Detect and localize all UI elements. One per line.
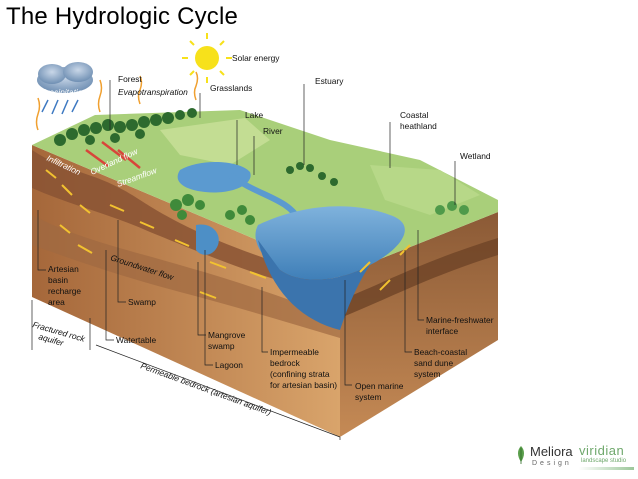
rock-strata-lower xyxy=(32,215,340,338)
label-artesian-1: Artesian xyxy=(48,264,79,274)
leader-lines xyxy=(31,80,456,440)
label-evapotranspiration: Evapotranspiration xyxy=(118,87,188,97)
slide-title: The Hydrologic Cycle xyxy=(6,3,239,30)
label-lake: Lake xyxy=(245,110,264,120)
label-artesian-2: basin xyxy=(48,275,68,285)
grassland-patch xyxy=(160,118,270,165)
leaf-icon xyxy=(518,446,524,464)
sun-icon xyxy=(182,33,232,83)
label-watertable: Watertable xyxy=(116,335,157,345)
label-marine-fw-2: interface xyxy=(426,326,458,336)
label-river: River xyxy=(263,126,283,136)
right-strata xyxy=(340,238,498,318)
lagoon xyxy=(196,224,219,255)
label-mangrove-2: swamp xyxy=(208,341,235,351)
label-marine-fw-1: Marine-freshwater xyxy=(426,315,494,325)
label-precipitation: Precipitation xyxy=(41,87,87,97)
evaporation-arrows xyxy=(35,71,199,131)
meliora-sub: Design xyxy=(532,460,572,467)
label-open-marine-1: Open marine xyxy=(355,381,404,391)
viridian-bar xyxy=(579,467,634,470)
sea-depth xyxy=(258,240,370,330)
open-sea xyxy=(255,206,405,280)
label-wetland: Wetland xyxy=(460,151,491,161)
viridian-logo: viridian landscape studio xyxy=(579,443,634,475)
meliora-name: Meliora xyxy=(530,444,573,459)
label-impermeable-4: for artesian basin) xyxy=(270,380,337,390)
label-swamp: Swamp xyxy=(128,297,156,307)
label-lagoon: Lagoon xyxy=(215,360,243,370)
rock-strata-upper xyxy=(32,150,340,298)
label-forest: Forest xyxy=(118,74,142,84)
viridian-sub: landscape studio xyxy=(581,458,627,464)
label-solar-energy: Solar energy xyxy=(232,53,280,63)
label-beach-3: system xyxy=(414,369,441,379)
soil-block xyxy=(32,145,498,437)
groundwater-arrows xyxy=(45,169,411,299)
viridian-name: viridian xyxy=(579,443,625,458)
water-bodies xyxy=(177,161,405,330)
rain-cloud-icon xyxy=(37,62,93,115)
label-grasslands: Grasslands xyxy=(210,83,252,93)
label-open-marine-2: system xyxy=(355,392,382,402)
label-beach-2: sand dune xyxy=(414,358,453,368)
label-artesian-4: area xyxy=(48,297,65,307)
label-coastal-1: Coastal xyxy=(400,110,429,120)
meliora-design-logo: Meliora Design xyxy=(514,444,574,474)
label-beach-1: Beach-coastal xyxy=(414,347,467,357)
label-mangrove-1: Mangrove xyxy=(208,330,246,340)
estuary-trees xyxy=(286,162,338,186)
forest xyxy=(54,108,197,146)
label-impermeable-3: (confining strata xyxy=(270,369,330,379)
overland-flow-arrows xyxy=(85,141,141,169)
wetland-trees xyxy=(435,201,469,215)
label-estuary: Estuary xyxy=(315,76,344,86)
label-impermeable-2: bedrock xyxy=(270,358,301,368)
label-coastal-2: heathland xyxy=(400,121,437,131)
label-impermeable-1: Impermeable xyxy=(270,347,319,357)
lake xyxy=(177,161,251,193)
label-artesian-3: recharge xyxy=(48,286,81,296)
mangrove-swamp xyxy=(170,194,255,225)
